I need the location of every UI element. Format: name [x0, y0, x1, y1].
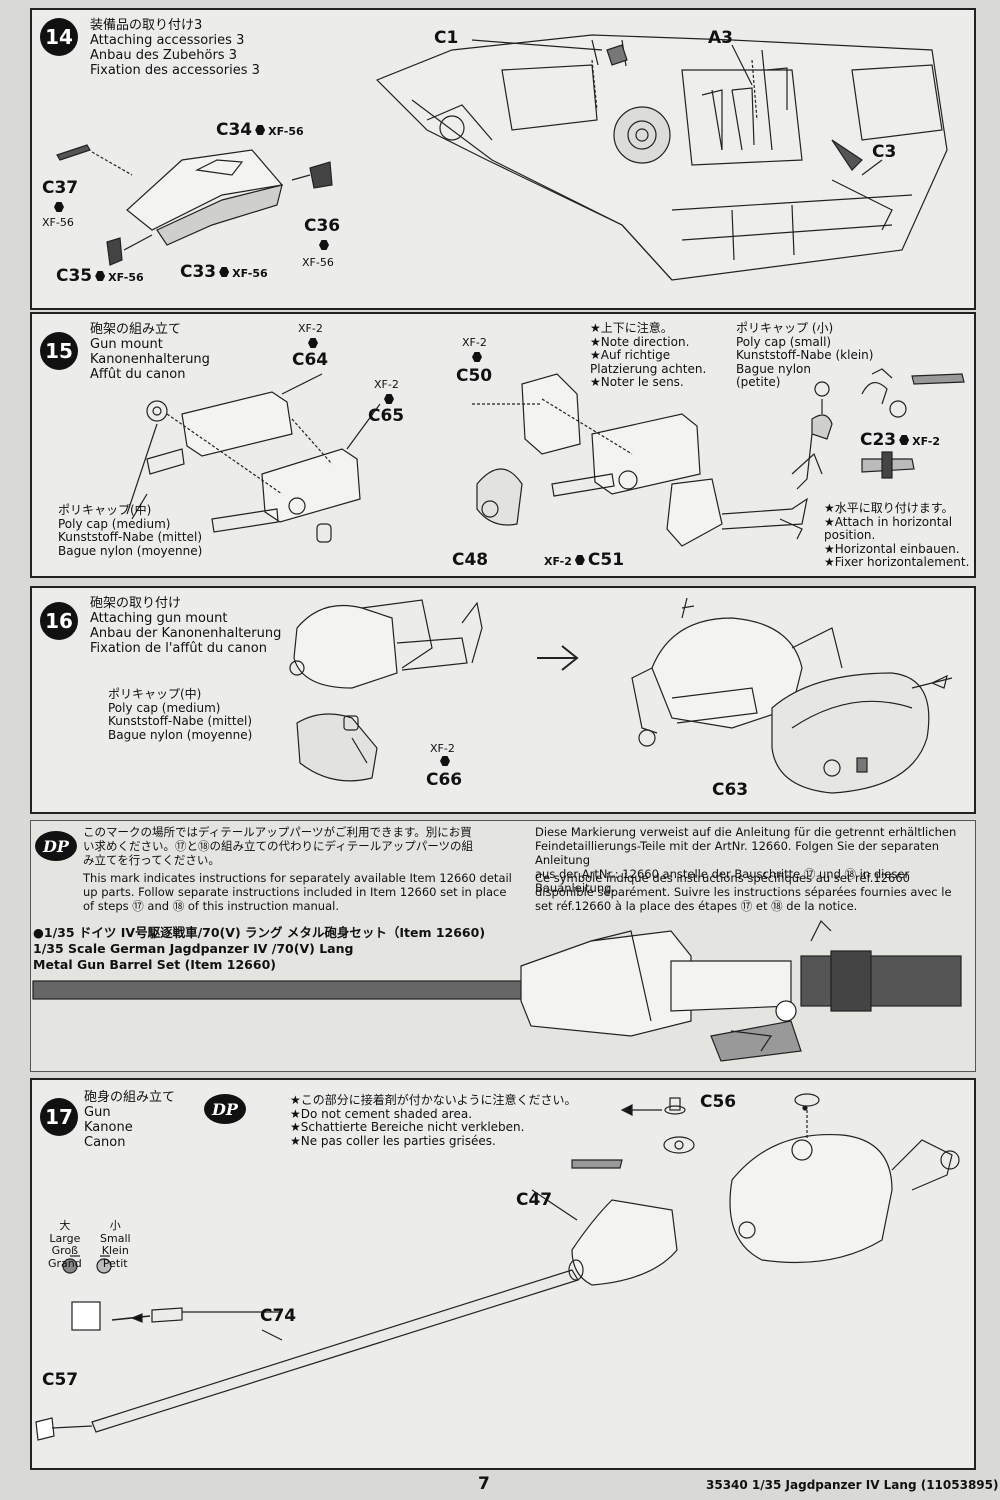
- paint-hex-icon: [219, 267, 230, 277]
- paint-code: XF-2: [430, 742, 455, 755]
- paint-hex-icon: [472, 352, 482, 362]
- part-label-c74: C74: [260, 1306, 297, 1326]
- metal-barrel-drawing: [32, 919, 962, 1062]
- cement-note: ★この部分に接着剤が付かないように注意ください。 ★Do not cement …: [290, 1093, 577, 1148]
- product-code: 35340 1/35 Jagdpanzer IV Lang (11053895): [706, 1478, 999, 1492]
- paint-code: XF-2: [374, 378, 399, 391]
- paint-hex-icon: [384, 394, 394, 404]
- part-label-c37: C37: [42, 178, 79, 198]
- part-label-c57: C57: [42, 1370, 79, 1390]
- step-16-drawing: [289, 597, 953, 794]
- part-label-c50: C50: [456, 366, 493, 386]
- detail-up-parts-box: DP このマークの場所ではディテールアップパーツがご利用できます。別にお買 い求…: [30, 820, 976, 1072]
- step-number: 17: [40, 1098, 78, 1136]
- paint-hex-icon: [255, 125, 266, 135]
- page-number: 7: [478, 1474, 490, 1494]
- step-number: 16: [40, 602, 78, 640]
- part-label-c56: C56: [700, 1092, 737, 1112]
- step-17-panel: 17 砲身の組み立て Gun Kanone Canon DP ★この部分に接着剤…: [30, 1078, 976, 1470]
- polycap-medium-note: ポリキャップ(中) Poly cap (medium) Kunststoff-N…: [108, 687, 253, 742]
- part-label-c64: C64: [292, 350, 329, 370]
- paint-hex-icon: [95, 271, 106, 281]
- dp-text-jp: このマークの場所ではディテールアップパーツがご利用できます。別にお買 い求めくだ…: [83, 825, 473, 867]
- paint-code: XF-56: [302, 256, 334, 269]
- polycap-small-note: ポリキャップ (小) Poly cap (small) Kunststoff-N…: [736, 321, 874, 389]
- step-number: 14: [40, 18, 78, 56]
- part-label-a3: A3: [708, 28, 733, 48]
- part-label-c66: C66: [426, 770, 463, 790]
- step-17-drawing: [35, 1093, 960, 1441]
- step-title: 装備品の取り付け3 Attaching accessories 3 Anbau …: [90, 18, 260, 78]
- part-label-c1: C1: [434, 28, 459, 48]
- paint-hex-icon: [54, 202, 64, 212]
- step-14-drawing: [56, 34, 948, 281]
- step-14-panel: 14 装備品の取り付け3 Attaching accessories 3 Anb…: [30, 8, 976, 310]
- horizontal-note: ★水平に取り付けます。 ★Attach in horizontal positi…: [824, 501, 970, 569]
- dp-item-title: ●1/35 ドイツ IV号駆逐戦車/70(V) ラング メタル砲身セット（Ite…: [33, 925, 486, 972]
- small-size-label: 小 Small Klein Petit: [100, 1219, 131, 1270]
- paint-hex-icon: [574, 555, 585, 565]
- large-size-label: 大 Large Groß Grand: [48, 1219, 82, 1270]
- part-label-c36: C36: [304, 216, 341, 236]
- dp-text-de: Diese Markierung verweist auf die Anleit…: [535, 825, 957, 895]
- step-16-panel: 16 砲架の取り付け Attaching gun mount Anbau der…: [30, 586, 976, 814]
- paint-code: XF-2: [298, 322, 323, 335]
- dp-badge: DP: [35, 831, 77, 861]
- step-title: 砲架の取り付け Attaching gun mount Anbau der Ka…: [90, 596, 282, 656]
- step-number: 15: [40, 332, 78, 370]
- dp-text-en: This mark indicates instructions for sep…: [83, 871, 512, 913]
- paint-hex-icon: [319, 240, 329, 250]
- part-label-c3: C3: [872, 142, 897, 162]
- paint-hex-icon: [440, 756, 450, 766]
- paint-code: XF-56: [42, 216, 74, 229]
- part-label-c65: C65: [368, 406, 405, 426]
- step-15-drawing: [126, 368, 965, 547]
- step-title: 砲身の組み立て Gun Kanone Canon: [84, 1090, 176, 1150]
- part-label-c48: C48: [452, 550, 489, 570]
- part-label-c47: C47: [516, 1190, 553, 1210]
- part-label-c63: C63: [712, 780, 749, 800]
- dp-badge: DP: [204, 1094, 246, 1124]
- polycap-medium-note: ポリキャップ(中) Poly cap (medium) Kunststoff-N…: [58, 503, 203, 558]
- direction-note: ★上下に注意。 ★Note direction. ★Auf richtige P…: [590, 321, 707, 389]
- paint-hex-icon: [899, 435, 910, 445]
- step-title: 砲架の組み立て Gun mount Kanonenhalterung Affût…: [90, 322, 210, 382]
- paint-code: XF-2: [462, 336, 487, 349]
- dp-text-fr: Ce symbole indique des instructions spéc…: [535, 871, 952, 913]
- paint-hex-icon: [308, 338, 318, 348]
- step-15-panel: 15 砲架の組み立て Gun mount Kanonenhalterung Af…: [30, 312, 976, 578]
